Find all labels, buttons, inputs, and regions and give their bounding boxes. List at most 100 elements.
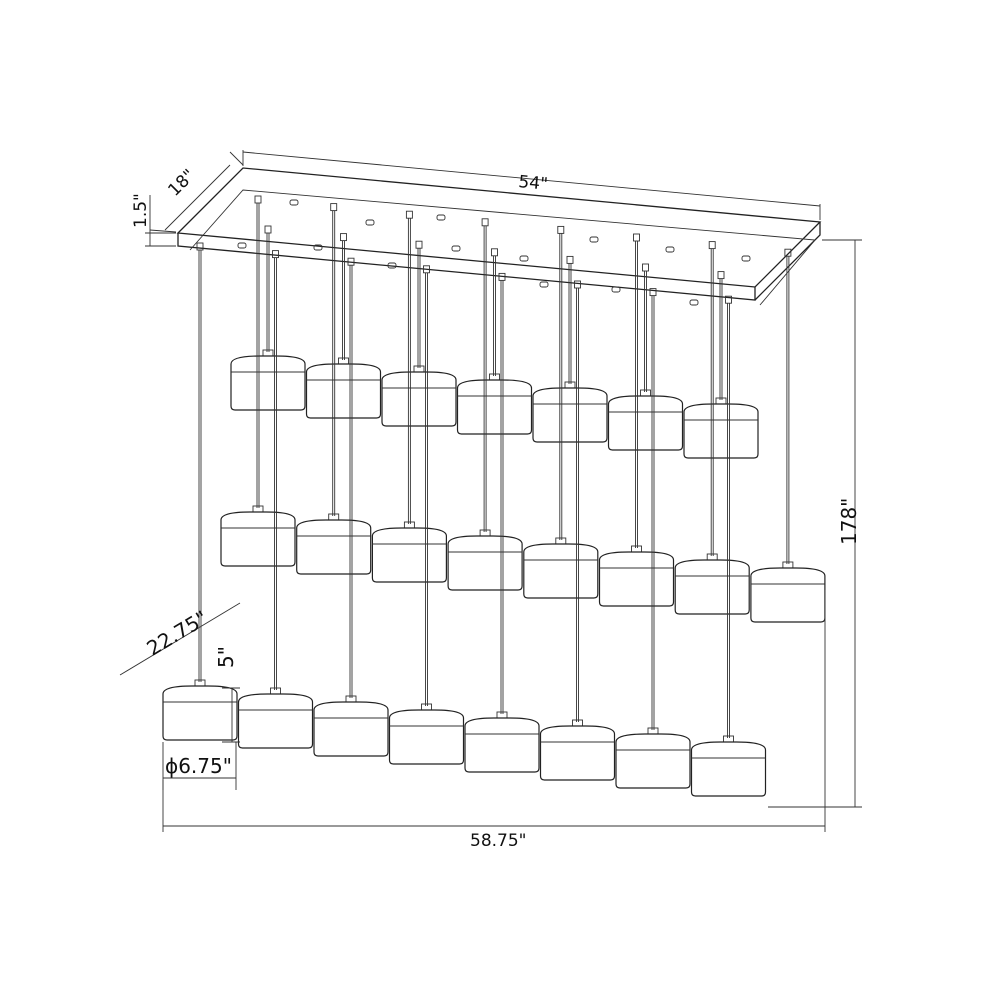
pendant-fitter	[403, 521, 415, 529]
pendant-light	[230, 225, 306, 411]
pendant-shade	[690, 741, 767, 797]
pendant-shade	[615, 733, 691, 789]
pendant-fitter	[262, 349, 274, 357]
pendant-shade	[750, 567, 826, 623]
pendant-mount-cap	[557, 225, 565, 234]
label-width-top: 54"	[518, 172, 549, 195]
pendant-shade	[381, 371, 457, 427]
pendant-mount-cap	[649, 288, 657, 297]
pendant-fitter	[270, 687, 281, 695]
label-overall-width: 58.75"	[470, 831, 527, 851]
pendant-light	[381, 240, 457, 427]
pendant-fitter	[345, 695, 357, 703]
dimension-canopy-height: 1.5"	[131, 193, 176, 247]
pendant-shade	[523, 543, 599, 599]
pendant-mount-cap	[784, 248, 792, 257]
pendant-mount-cap	[347, 257, 355, 266]
pendant-light	[447, 218, 523, 591]
dimension-shade-height: 5"	[214, 646, 240, 743]
pendant-mount-cap	[330, 203, 338, 212]
pendant-shade	[305, 363, 382, 419]
pendant-mount-cap	[642, 263, 649, 272]
pendant-shade	[532, 387, 608, 443]
pendant-light	[690, 295, 767, 797]
pendant-mount-cap	[481, 218, 489, 227]
pendant-shade	[220, 511, 296, 567]
dimension-shade-diameter: ϕ6.75"	[162, 742, 237, 790]
label-canopy-height: 1.5"	[131, 193, 151, 228]
pendant-shade	[296, 519, 372, 575]
pendant-fitter	[413, 365, 425, 373]
pendant-light	[674, 241, 750, 615]
pendant-fitter	[489, 373, 500, 381]
pendant-shade	[456, 379, 533, 435]
pendant-light	[388, 265, 465, 765]
pendant-shade	[313, 701, 389, 757]
pendant-shade	[371, 527, 447, 583]
pendant-light	[532, 255, 608, 443]
pendant-light	[598, 233, 675, 607]
pendant-fitter	[479, 529, 491, 537]
label-shade-height: 5"	[214, 646, 238, 668]
label-overall-height: 178"	[837, 498, 861, 545]
pendant-light	[607, 263, 684, 451]
pendant-mount-cap	[264, 225, 272, 234]
pendant-fitter	[647, 727, 659, 735]
pendant-fitter	[564, 381, 576, 389]
pendant-fitter	[328, 513, 340, 521]
pendant-shade	[237, 693, 314, 749]
dimension-depth-top: 18"	[149, 151, 244, 233]
pendant-fitter	[715, 397, 727, 405]
pendant-mount-cap	[405, 210, 413, 219]
pendant-mount-cap	[566, 255, 574, 264]
pendant-shade	[598, 551, 675, 607]
dimension-width-top: 54"	[242, 150, 821, 220]
pendant-mount-cap	[491, 248, 498, 257]
pendant-mount-cap	[717, 271, 725, 280]
pendant-fitter	[782, 561, 794, 569]
pendant-fitter	[194, 679, 206, 687]
pendant-mount-cap	[574, 280, 581, 289]
pendant-light	[750, 248, 826, 623]
pendant-fitter	[723, 735, 734, 743]
pendant-light	[464, 272, 540, 773]
pendant-light	[523, 225, 599, 599]
pendant-light	[539, 280, 616, 781]
pendant-light	[615, 288, 691, 789]
pendant-fitter	[252, 505, 264, 513]
pendant-light	[456, 248, 533, 435]
dimension-overall-width: 58.75"	[162, 590, 826, 851]
pendant-fitter	[338, 357, 349, 365]
pendant-shade	[230, 355, 306, 411]
pendant-fitter	[572, 719, 583, 727]
pendant-mount-cap	[633, 233, 640, 242]
pendant-fitter	[631, 545, 642, 553]
pendant-fitter	[421, 703, 432, 711]
label-depth-top: 18"	[164, 166, 199, 201]
pendant-mount-cap	[498, 272, 506, 281]
pendant-group	[162, 195, 826, 797]
pendant-shade	[607, 395, 684, 451]
pendant-light	[683, 271, 759, 459]
label-shade-diameter: ϕ6.75"	[165, 754, 232, 778]
pendant-fitter	[555, 537, 567, 545]
pendant-light	[305, 233, 382, 419]
pendant-mount-cap	[254, 195, 262, 204]
pendant-shade	[388, 709, 465, 765]
pendant-shade	[674, 559, 750, 615]
dimension-overall-height: 178"	[768, 239, 862, 808]
pendant-shade	[464, 717, 540, 773]
pendant-shade	[162, 685, 238, 741]
pendant-fitter	[706, 553, 718, 561]
pendant-light	[313, 257, 389, 757]
pendant-mount-cap	[423, 265, 430, 274]
pendant-shade	[447, 535, 523, 591]
pendant-mount-cap	[196, 242, 204, 251]
ceiling-canopy	[176, 167, 822, 306]
pendant-mount-cap	[708, 241, 716, 250]
pendant-mount-cap	[272, 250, 279, 259]
pendant-light	[162, 242, 238, 741]
canopy-mounting-holes	[237, 199, 751, 306]
pendant-fitter	[496, 711, 508, 719]
